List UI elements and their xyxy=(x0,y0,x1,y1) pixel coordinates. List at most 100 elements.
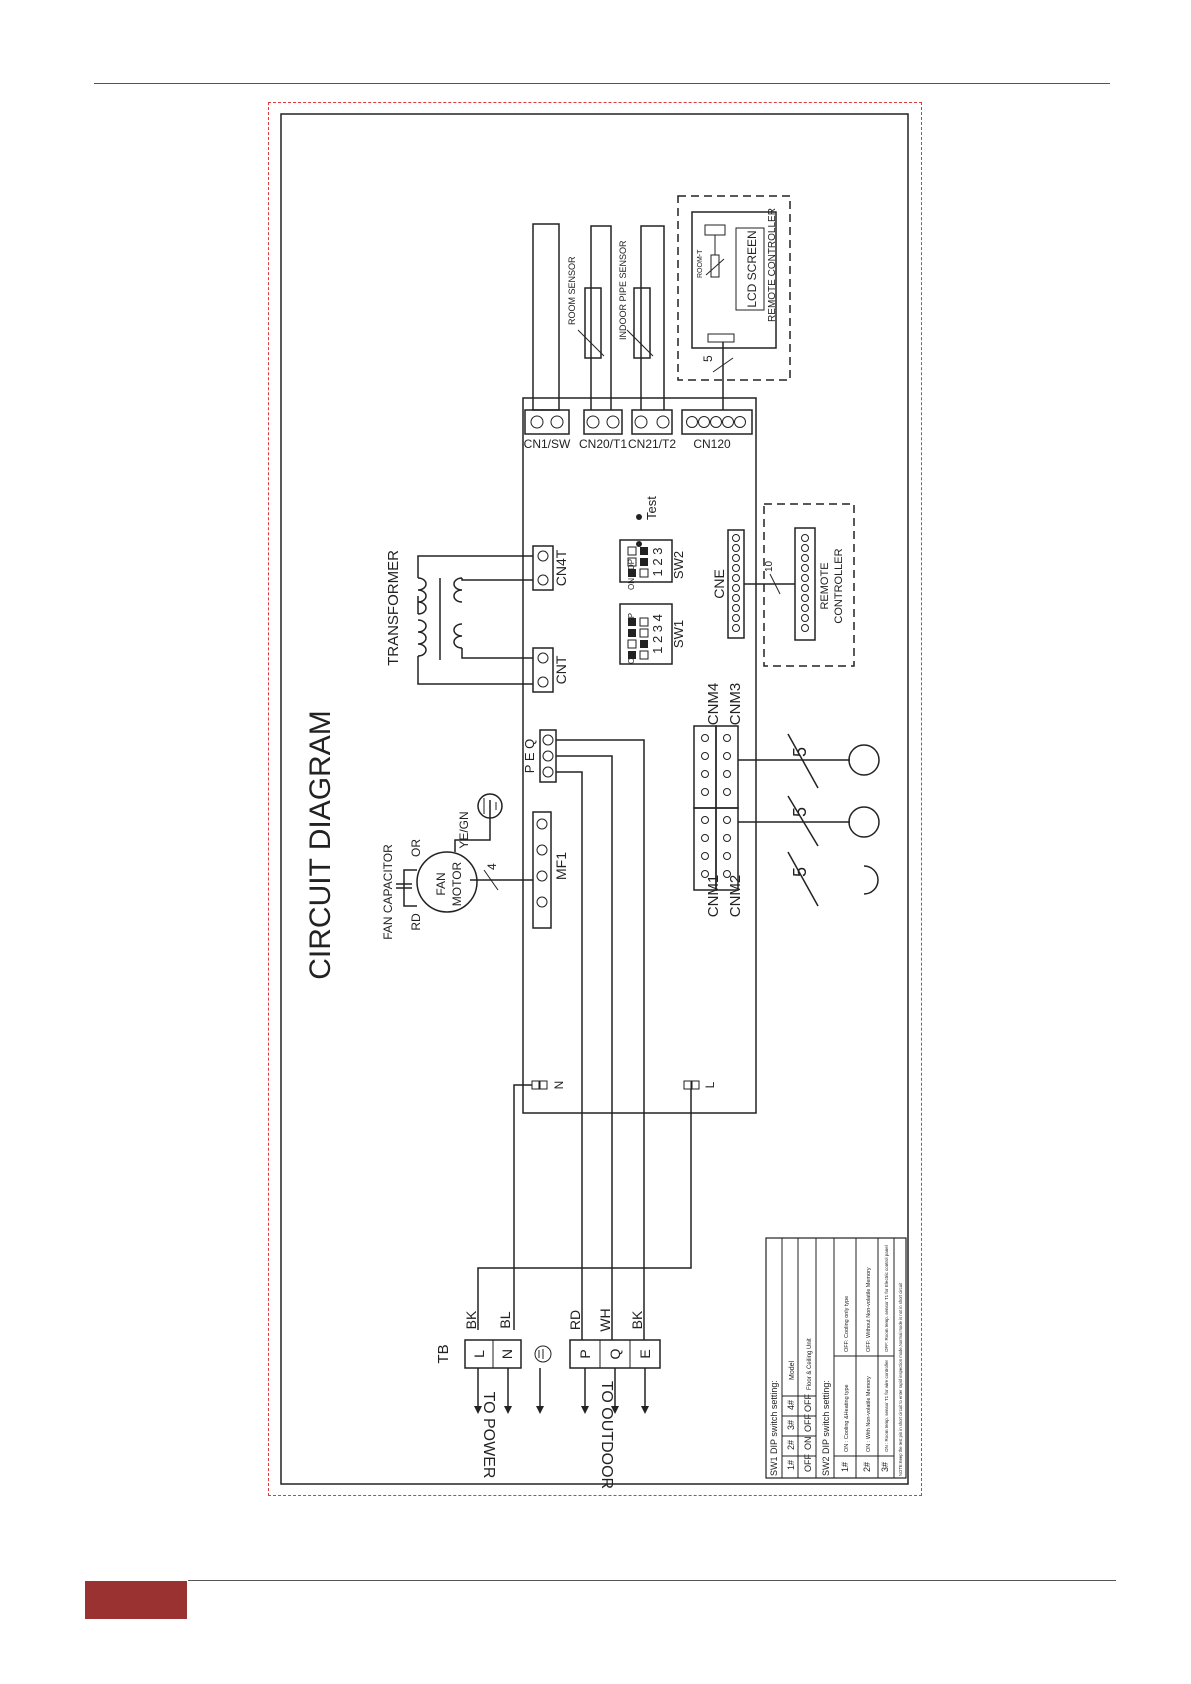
motor-wire-count-1: 5 xyxy=(790,747,810,757)
room-t-label: ROOM-T xyxy=(697,249,704,278)
cn4t-label: CN4T xyxy=(553,549,569,586)
sw1-val-3: OFF xyxy=(803,1414,813,1432)
transformer-symbol xyxy=(417,555,533,685)
wire-bk2: BK xyxy=(629,1310,645,1329)
sw2-row3-off: OFF: Room temp. sensor T1 for Electric c… xyxy=(884,1245,889,1352)
terminal-q: Q xyxy=(607,1348,623,1359)
diagram-title: CIRCUIT DIAGRAM xyxy=(304,710,337,979)
cn120-connector: CN120 xyxy=(681,409,753,451)
n-connector: N xyxy=(531,1080,566,1090)
sw2-row1-no: 1# xyxy=(840,1462,850,1472)
pipe-sensor-symbol xyxy=(633,287,651,359)
dip-settings-table: SW1 DIP switch setting: 1# 2# 3# 4# Mode… xyxy=(765,1237,907,1479)
terminal-block: L N P Q E TB BK BL RD WH BK xyxy=(435,1308,661,1369)
motor-leads xyxy=(738,733,850,907)
sw2-label: SW2 xyxy=(671,551,686,579)
fan-capacitor-label: FAN CAPACITOR xyxy=(381,844,395,940)
terminal-e: E xyxy=(637,1349,653,1358)
cn1-connector: CN1/SW xyxy=(524,409,571,451)
cn20-connector: CN20/T1 xyxy=(579,409,627,451)
sw2-row2-on: ON : With Non-volatile Memory xyxy=(866,1376,872,1452)
room-sensor-symbol xyxy=(584,287,602,359)
wire-rd: RD xyxy=(567,1310,583,1330)
terminal-tb: TB xyxy=(435,1344,452,1363)
terminal-n: N xyxy=(499,1349,515,1359)
sw2-row3-on: ON : Room temp. sensor T1 for wire contr… xyxy=(884,1360,889,1452)
motor-circle-1 xyxy=(848,744,880,776)
peq-wires xyxy=(556,739,645,1262)
ground-symbol-fan xyxy=(477,793,503,819)
sw2-on-label: ON xyxy=(627,578,636,590)
terminal-l: L xyxy=(471,1350,487,1358)
motor-wire-count-3: 5 xyxy=(790,867,810,877)
sw1-label: SW1 xyxy=(671,620,686,648)
motor-circle-2 xyxy=(848,806,880,838)
remote-controller-box xyxy=(763,503,855,667)
sw1-col-3: 3# xyxy=(786,1420,796,1430)
sw1-switch xyxy=(619,603,673,665)
lcd-screen-label: LCD SCREEN xyxy=(745,230,759,307)
l-label: L xyxy=(703,1081,717,1088)
sw2-switch xyxy=(619,539,673,583)
fan-motor-label-2: MOTOR xyxy=(450,861,464,906)
cnm2-connector xyxy=(715,807,739,891)
mf1-label: MF1 xyxy=(553,852,569,880)
lcd-controller-label: REMOTE CONTROLLER xyxy=(767,208,778,322)
sw2-nums: 1 2 3 xyxy=(650,548,665,577)
mf1-connector xyxy=(532,811,552,929)
fan-wire-count: 4 xyxy=(485,863,499,870)
sw1-col-2: 2# xyxy=(786,1440,796,1450)
sw1-dp-label: DP xyxy=(627,613,636,624)
to-outdoor-label: TO OUTDOOR xyxy=(598,1381,615,1489)
cn120-label: CN120 xyxy=(693,437,731,451)
sw1-col-model: Model xyxy=(789,1360,796,1380)
cnm2-label: CNM2 xyxy=(727,875,744,918)
room-sensor-label: ROOM SENSOR xyxy=(567,256,577,325)
sw1-table-title: SW1 DIP switch setting: xyxy=(769,1380,779,1476)
sw1-on-label: ON xyxy=(627,652,636,664)
wire-wh: WH xyxy=(597,1308,613,1331)
sw2-table-title: SW2 DIP switch setting: xyxy=(821,1380,831,1476)
diagram-frame xyxy=(268,102,922,1496)
terminal-p: P xyxy=(577,1349,593,1358)
output-arrows xyxy=(477,1368,646,1412)
test-label: Test xyxy=(644,496,659,520)
cnm4-label: CNM4 xyxy=(705,683,722,726)
cn1-lead xyxy=(532,223,560,411)
transformer-label: TRANSFORMER xyxy=(385,550,402,666)
sw2-row2-off: OFF: Without Non-volatile Memory xyxy=(866,1267,872,1352)
remote-label-2: CONTROLLER xyxy=(833,548,845,623)
to-power-label: TO POWER xyxy=(480,1392,497,1479)
n-label: N xyxy=(552,1081,566,1090)
sw2-dp-label: DP xyxy=(627,559,636,570)
sw2-row1-off: OFF: Cooling only type xyxy=(844,1296,850,1352)
cn21-connector: CN21/T2 xyxy=(628,409,676,451)
footer-rule xyxy=(188,1580,1116,1581)
cnm3-label: CNM3 xyxy=(727,683,744,726)
remote-wire-count: 10 xyxy=(764,560,775,572)
fan-rd-label: RD xyxy=(409,913,423,931)
sw2-row3-no: 3# xyxy=(880,1462,890,1472)
cn20-label: CN20/T1 xyxy=(579,437,627,451)
sw1-nums: 1 2 3 4 xyxy=(650,614,665,654)
wire-bl: BL xyxy=(497,1311,513,1328)
cn4t-connector xyxy=(532,545,554,591)
wire-bk: BK xyxy=(463,1310,479,1329)
motor-circle-3 xyxy=(863,865,879,895)
cn1-label: CN1/SW xyxy=(524,437,571,451)
peq-label: P E Q xyxy=(522,739,537,773)
footer-color-block xyxy=(85,1581,187,1619)
sw1-val-1: OFF xyxy=(803,1454,813,1472)
cn21-label: CN21/T2 xyxy=(628,437,676,451)
cnt-connector xyxy=(532,647,554,693)
sw1-col-1: 1# xyxy=(786,1460,796,1470)
sw2-row1-on: ON : Cooling &Heating type xyxy=(844,1384,850,1452)
cnm1-label: CNM1 xyxy=(705,875,722,918)
fan-motor-symbol xyxy=(416,851,478,913)
cne-label: CNE xyxy=(711,569,727,599)
sw1-col-4: 4# xyxy=(786,1400,796,1410)
header-rule xyxy=(94,83,1110,84)
main-board xyxy=(522,397,757,1114)
fan-motor-label-1: FAN xyxy=(434,872,448,895)
